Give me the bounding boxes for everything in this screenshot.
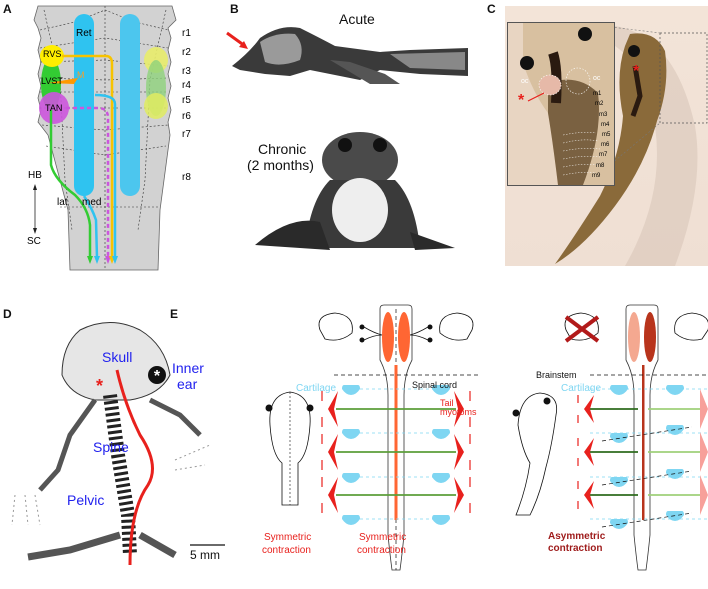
label-contraction-left: contraction bbox=[262, 546, 311, 556]
label-inner-ear-line2: ear bbox=[177, 377, 197, 391]
label-symmetric-right: Symmetric bbox=[359, 533, 406, 543]
tadpole-outline-asymmetric bbox=[516, 393, 557, 515]
red-asterisk-marker: * bbox=[518, 93, 524, 109]
label-asymmetric: Asymmetric bbox=[548, 532, 605, 542]
label-hb: HB bbox=[28, 171, 42, 181]
label-symmetric-left: Symmetric bbox=[264, 533, 311, 543]
label-oc-right: oc bbox=[593, 75, 600, 82]
frog-images bbox=[210, 0, 470, 280]
label-cartilage-lesion: Cartilage bbox=[561, 384, 601, 394]
label-m: M bbox=[77, 71, 85, 80]
vestibular-nucleus-intact bbox=[644, 312, 656, 362]
cartilage-block bbox=[432, 473, 450, 483]
caption-chronic: Chronic bbox=[258, 142, 306, 156]
label-tan: TAN bbox=[45, 104, 62, 113]
myotome-label: m2 bbox=[595, 101, 603, 107]
myotome-label: m7 bbox=[599, 152, 607, 158]
cartilage-block bbox=[342, 429, 360, 439]
cartilage-block bbox=[666, 425, 684, 435]
cartilage-block bbox=[432, 515, 450, 525]
label-lat: lat bbox=[57, 198, 68, 208]
lesion-condition bbox=[513, 305, 708, 570]
arrow-up-icon bbox=[33, 184, 37, 190]
cartilage-block bbox=[342, 515, 360, 525]
cartilage-block bbox=[666, 469, 684, 479]
label-contraction-right: contraction bbox=[357, 546, 406, 556]
scale-bar-label: 5 mm bbox=[190, 549, 220, 561]
label-med: med bbox=[82, 198, 101, 208]
myotome-label: m4 bbox=[601, 122, 609, 128]
label-myotoms: myotoms bbox=[440, 408, 477, 417]
vestibular-nucleus-right bbox=[398, 312, 410, 362]
panel-e-schematic: Brainstem Spinal cord Cartilage Cartilag… bbox=[240, 295, 708, 584]
tadpole-eye bbox=[628, 45, 640, 57]
acute-frog-silhouette bbox=[232, 27, 468, 84]
cartilage-block bbox=[610, 477, 628, 487]
inner-ear-intact bbox=[675, 313, 708, 340]
asterisk-icon: * bbox=[154, 368, 161, 385]
rhombomere-label: r5 bbox=[182, 96, 191, 106]
cartilage-block bbox=[666, 511, 684, 521]
normal-condition bbox=[266, 305, 479, 570]
label-sc: SC bbox=[27, 237, 41, 247]
cartilage-block bbox=[610, 385, 628, 395]
nucleus-right-r5 bbox=[144, 93, 168, 119]
red-asterisk-marker: * bbox=[96, 377, 103, 395]
panel-d-skeleton: * Skull Inner ear Spine Pelvic * 5 mm bbox=[0, 295, 250, 584]
label-contraction-asym: contraction bbox=[548, 544, 602, 554]
tail-myotome-relaxed bbox=[700, 389, 708, 429]
label-rvs: RVS bbox=[43, 50, 61, 59]
rhombomere-label: r1 bbox=[182, 29, 191, 39]
panel-label-e: E bbox=[170, 307, 178, 321]
rhombomere-label: r8 bbox=[182, 173, 191, 183]
ret-column-medial bbox=[74, 14, 94, 196]
label-spine: Spine bbox=[93, 440, 129, 454]
label-brainstem: Brainstem bbox=[536, 371, 577, 380]
label-pelvic: Pelvic bbox=[67, 493, 104, 507]
vestibular-nucleus-left bbox=[382, 312, 394, 362]
label-cartilage-normal: Cartilage bbox=[296, 384, 336, 394]
cartilage-block bbox=[342, 385, 360, 395]
otic-capsule-left bbox=[539, 75, 561, 95]
caption-duration: (2 months) bbox=[247, 158, 314, 172]
inner-ear-right bbox=[440, 313, 473, 340]
rhombomere-label: r2 bbox=[182, 48, 191, 58]
cartilage-block bbox=[342, 473, 360, 483]
cartilage-block bbox=[610, 519, 628, 529]
label-lvst: LVST bbox=[41, 77, 63, 86]
myotome-label: m6 bbox=[601, 142, 609, 148]
panel-label-c: C bbox=[487, 2, 496, 16]
myotome-label: m8 bbox=[596, 163, 604, 169]
tail-myotome-relaxed bbox=[700, 432, 708, 472]
label-oc-left: oc bbox=[521, 78, 528, 85]
cartilage-block bbox=[610, 433, 628, 443]
myotome-label: m1 bbox=[593, 91, 601, 97]
rhombomere-label: r6 bbox=[182, 112, 191, 122]
rhombomere-label: r4 bbox=[182, 81, 191, 91]
rhombomere-label: r7 bbox=[182, 130, 191, 140]
label-spinal-cord: Spinal cord bbox=[412, 381, 457, 390]
myotome-label: m9 bbox=[592, 173, 600, 179]
inner-ear-left bbox=[319, 313, 352, 340]
myotome-label: m5 bbox=[602, 132, 610, 138]
tadpole-eye bbox=[578, 27, 592, 41]
label-ret: Ret bbox=[76, 29, 92, 39]
panel-a-hindbrain-diagram: Ret RVS LVST M TAN lat med HB SC r1 r2 r… bbox=[0, 0, 200, 280]
ret-column-lateral bbox=[120, 14, 140, 196]
tail-myotome-relaxed bbox=[700, 475, 708, 515]
tadpole-eye bbox=[520, 56, 534, 70]
rhombomere-label: r3 bbox=[182, 67, 191, 77]
cartilage-block bbox=[666, 385, 684, 395]
vestibular-nucleus-deafferented bbox=[628, 312, 640, 362]
label-skull: Skull bbox=[102, 350, 132, 364]
myotome-label: m3 bbox=[599, 112, 607, 118]
label-inner-ear-line1: Inner bbox=[172, 361, 204, 375]
cartilage-block bbox=[432, 429, 450, 439]
panel-c-inset: oc oc * m1 m2 m3 m4 m5 m6 m7 m8 m9 bbox=[507, 22, 615, 186]
red-asterisk-marker: * bbox=[633, 64, 639, 80]
panel-b-frog-photos: Acute Chronic (2 months) bbox=[210, 0, 470, 280]
arrow-down-icon bbox=[33, 228, 37, 234]
